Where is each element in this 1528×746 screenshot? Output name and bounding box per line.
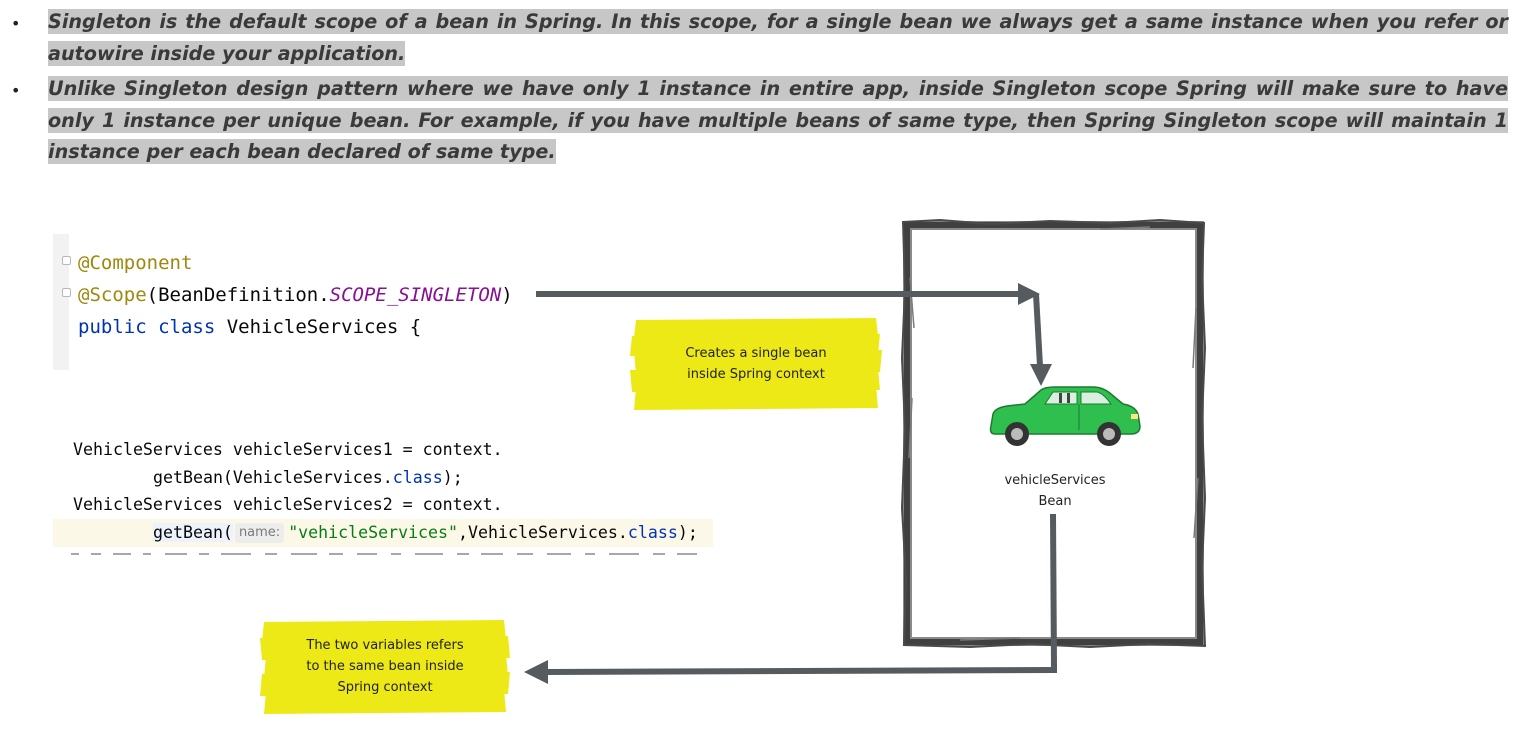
- annotation-scope: @Scope: [78, 284, 147, 306]
- code-snippet-class: @Component @Scope(BeanDefinition.SCOPE_S…: [53, 234, 533, 370]
- bean-label-type: Bean: [1038, 494, 1072, 509]
- callout-same-bean-line-2: to the same bean inside: [306, 659, 464, 674]
- bean-label-name: vehicleServices: [1004, 473, 1106, 488]
- bean-name-string: "vehicleServices": [288, 523, 459, 542]
- class-argument: ,VehicleServices.: [458, 523, 628, 542]
- getbean-call: getBean(VehicleServices.: [153, 468, 393, 487]
- code-line-scope: @Scope(BeanDefinition.SCOPE_SINGLETON): [78, 284, 513, 306]
- arrow-to-callout-head: [524, 660, 548, 684]
- callout-same-bean-line-1: The two variables refers: [306, 638, 464, 653]
- getbean-call: getBean(: [153, 523, 233, 542]
- parameter-name-hint: name:: [234, 523, 285, 543]
- fold-marker-icon: [62, 288, 71, 297]
- callout-same-bean: The two variables refers to the same bea…: [258, 618, 512, 716]
- callout-creates-line-2: inside Spring context: [687, 367, 825, 382]
- highlighter-strokes: [260, 620, 510, 714]
- bullet-text-content: Singleton is the default scope of a bean…: [48, 9, 1508, 66]
- class-name: VehicleServices {: [215, 316, 422, 338]
- callout-same-bean-line-3: Spring context: [337, 680, 433, 695]
- scope-argument-close: ): [501, 284, 513, 306]
- bullet-text: Singleton is the default scope of a bean…: [48, 6, 1508, 69]
- keyword-public: public: [78, 316, 147, 338]
- code-line-usage-1: VehicleServices vehicleServices1 = conte…: [73, 440, 503, 459]
- code-line-usage-4: getBean(name:"vehicleServices",VehicleSe…: [153, 523, 698, 543]
- fold-marker-icon: [62, 256, 71, 265]
- callout-creates-line-1: Creates a single bean: [685, 346, 827, 361]
- bullet-text: Unlike Singleton design pattern where we…: [48, 73, 1508, 168]
- highlighter-strokes: [630, 318, 882, 410]
- keyword-class: class: [158, 316, 216, 338]
- arrow-to-callout-line: [545, 667, 1058, 675]
- keyword-class: class: [392, 468, 443, 487]
- car-icon: [989, 386, 1141, 446]
- code-line-usage-2: getBean(VehicleServices.class);: [153, 468, 463, 487]
- annotation-component: @Component: [78, 252, 193, 274]
- callout-creates-bean: Creates a single bean inside Spring cont…: [628, 316, 884, 412]
- code-line-component: @Component: [78, 252, 192, 274]
- cropped-code-line: [71, 553, 697, 555]
- code-line-class-declaration: public class VehicleServices {: [78, 316, 421, 338]
- statement-end: );: [677, 523, 698, 542]
- scope-constant: SCOPE_SINGLETON: [329, 284, 502, 306]
- bullet-marker: •: [11, 14, 21, 33]
- statement-end: );: [442, 468, 463, 487]
- editor-gutter: [53, 234, 69, 370]
- scope-argument-open: (BeanDefinition.: [146, 284, 330, 306]
- code-line-usage-3: VehicleServices vehicleServices2 = conte…: [73, 495, 503, 514]
- bullet-text-content: Unlike Singleton design pattern where we…: [48, 76, 1508, 164]
- code-snippet-usage: VehicleServices vehicleServices1 = conte…: [53, 432, 713, 562]
- keyword-class: class: [627, 523, 678, 542]
- bullet-marker: •: [11, 81, 21, 100]
